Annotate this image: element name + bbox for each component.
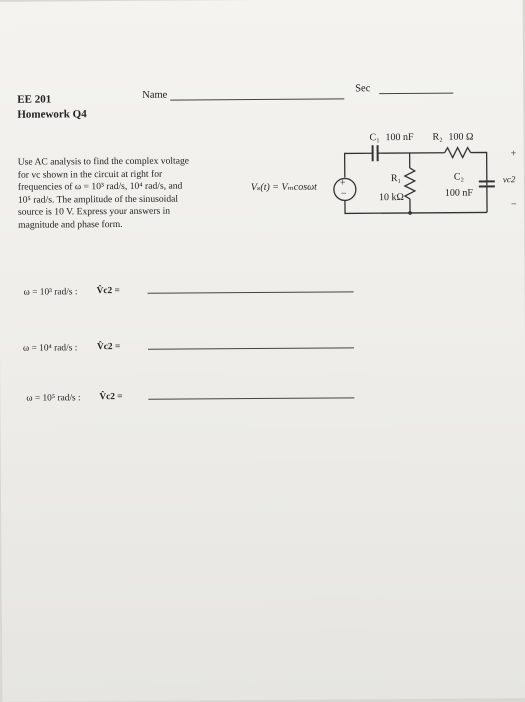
r2-value: 100 Ω <box>448 132 473 143</box>
r1-resistor <box>405 168 415 199</box>
wire-bottom <box>345 199 487 213</box>
c2-label: C₂ <box>454 172 464 183</box>
vc2-minus: − <box>511 199 517 210</box>
wire-top-left <box>345 153 373 177</box>
answer-var-3: V̂c2 = <box>99 392 122 402</box>
junction-dot <box>408 211 412 215</box>
source-minus: − <box>341 188 347 199</box>
c1-value: 100 nF <box>385 132 413 143</box>
answer-var-2: V̂c2 = <box>97 342 120 352</box>
c1-label: C₁ <box>369 132 379 143</box>
source-expression: Vₛ(t) = Vₘcosωt <box>251 182 317 193</box>
source-plus: + <box>340 177 346 188</box>
vc2-plus: + <box>511 148 517 159</box>
r1-label: R₁ <box>391 173 401 184</box>
answer-omega-2: ω = 10⁴ rad/s : <box>23 343 77 353</box>
answer-var-1: V̂c2 = <box>97 286 120 296</box>
r1-value: 10 kΩ <box>379 192 404 203</box>
r2-resistor <box>445 148 471 158</box>
vc2-label: vc2 <box>503 174 516 184</box>
answer-omega-3: ω = 10⁵ rad/s : <box>26 393 80 403</box>
r2-label: R₂ <box>432 132 442 143</box>
answer-omega-1: ω = 10³ rad/s : <box>24 287 78 297</box>
c2-value: 100 nF <box>445 188 473 199</box>
